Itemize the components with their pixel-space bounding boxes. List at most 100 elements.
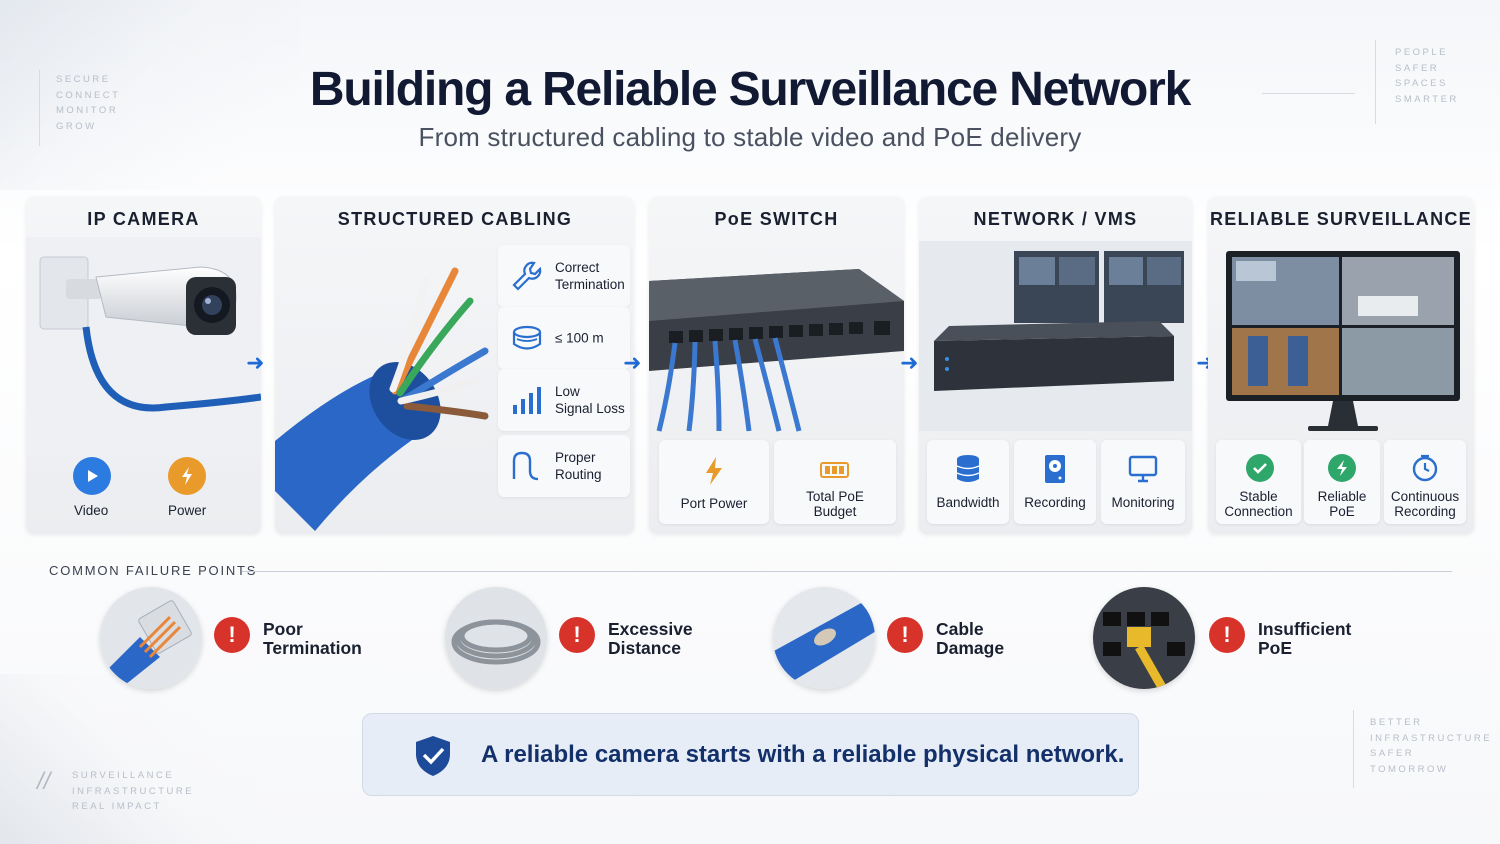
feature-line: Signal Loss [555,401,625,416]
cabling-feature-text: ≤ 100 m [555,330,604,347]
corner-text-bl: SURVEILLANCE INFRASTRUCTURE REAL IMPACT [72,768,194,815]
corner-divider-tr-h [1262,93,1355,94]
corner-word: SPACES [1395,78,1448,89]
background-building-bottom [0,674,260,844]
banner-message: A reliable camera starts with a reliable… [481,741,1125,768]
flow-arrow-icon: ➜ [623,350,642,375]
flow-arrow-icon: ➜ [900,350,919,375]
battery-icon [820,462,849,478]
excessive-distance-photo [445,587,547,689]
key-message-banner: A reliable camera starts with a reliable… [362,713,1139,796]
failure-section-heading: COMMON FAILURE POINTS [49,563,258,578]
signal-bars-icon [513,387,541,414]
switch-feature-port-power: Port Power [659,440,769,524]
failure-line: Distance [608,638,681,658]
camera-feature-label: Power [168,503,207,518]
insufficient-poe-photo [1093,587,1195,689]
feature-line: Reliable [1317,489,1367,504]
corner-text-tl: SECURE CONNECT MONITOR GROW [56,72,120,134]
cable-damage-photo [773,587,875,689]
corner-word: SURVEILLANCE [72,770,175,781]
panel-title: STRUCTURED CABLING [337,209,573,229]
video-icon [73,457,111,495]
clock-icon [1412,454,1438,482]
feature-label: Bandwidth [936,495,1000,510]
failure-line: Cable [936,619,984,639]
hard-drive-icon [1045,455,1065,483]
monitoring-display-illustration [1226,251,1460,431]
monitor-icon [1128,455,1158,483]
failure-line: Insufficient [1258,619,1352,639]
feature-line: Stable [1239,489,1278,504]
feature-line: Connection [1224,504,1293,519]
corner-word: SAFER [1395,62,1440,74]
corner-word: INFRASTRUCTURE [72,785,195,797]
corner-text-tr: PEOPLE SAFER SPACES SMARTER [1395,45,1459,107]
check-icon [1246,454,1274,482]
corner-text-br: BETTER INFRASTRUCTURE SAFER TOMORROW [1370,715,1492,777]
network-feature-recording: Recording [1014,440,1096,524]
feature-line: PoE [1329,504,1355,519]
feature-label: Monitoring [1111,495,1175,510]
shield-check-icon [416,736,450,776]
corner-divider-tr-v [1375,40,1376,124]
corner-word: MONITOR [56,105,119,116]
feature-line: Correct [555,260,600,275]
flow-arrow-icon: ➜ [246,350,265,375]
corner-word: SAFER [1370,748,1415,759]
poor-termination-photo [100,587,202,689]
corner-slash-mark: // [37,768,51,795]
alert-icon: ! [559,617,595,653]
routing-path-icon [512,451,539,481]
failure-line: Damage [936,638,1005,658]
cable-illustration [275,267,489,531]
cable-spool-icon [512,325,542,350]
failure-line: Termination [263,638,362,658]
poe-switch-illustration [649,269,904,432]
feature-line: Continuous [1390,489,1460,504]
cabling-feature-distance: ≤ 100 m [498,307,630,369]
feature-line: Total PoE [806,489,864,504]
failure-line: Poor [263,619,303,639]
feature-line: Routing [555,467,602,482]
panel-title: RELIABLE SURVEILLANCE [1210,209,1472,229]
panel-title: NETWORK / VMS [973,209,1138,229]
database-icon [956,455,980,482]
panel-ip-camera: IP CAMERA Video Power [26,197,261,534]
alert-icon: ! [214,617,250,653]
page-subtitle: From structured cabling to stable video … [418,122,1082,152]
feature-label: Port Power [680,496,748,511]
nvr-illustration [919,241,1192,431]
feature-line: ≤ 100 m [555,330,604,346]
feature-line: Budget [813,504,857,519]
corner-word: BETTER [1370,717,1423,728]
corner-word: TOMORROW [1370,763,1449,775]
camera-feature-label: Video [74,503,109,518]
corner-word: SMARTER [1395,93,1459,105]
failure-line: PoE [1258,638,1293,658]
lightning-icon [706,457,722,485]
corner-word: SECURE [56,74,111,85]
power-icon [1328,454,1356,482]
corner-word: PEOPLE [1395,47,1449,58]
corner-divider-tl [39,70,40,146]
wrench-icon [512,261,542,291]
background-building-top [0,0,300,190]
